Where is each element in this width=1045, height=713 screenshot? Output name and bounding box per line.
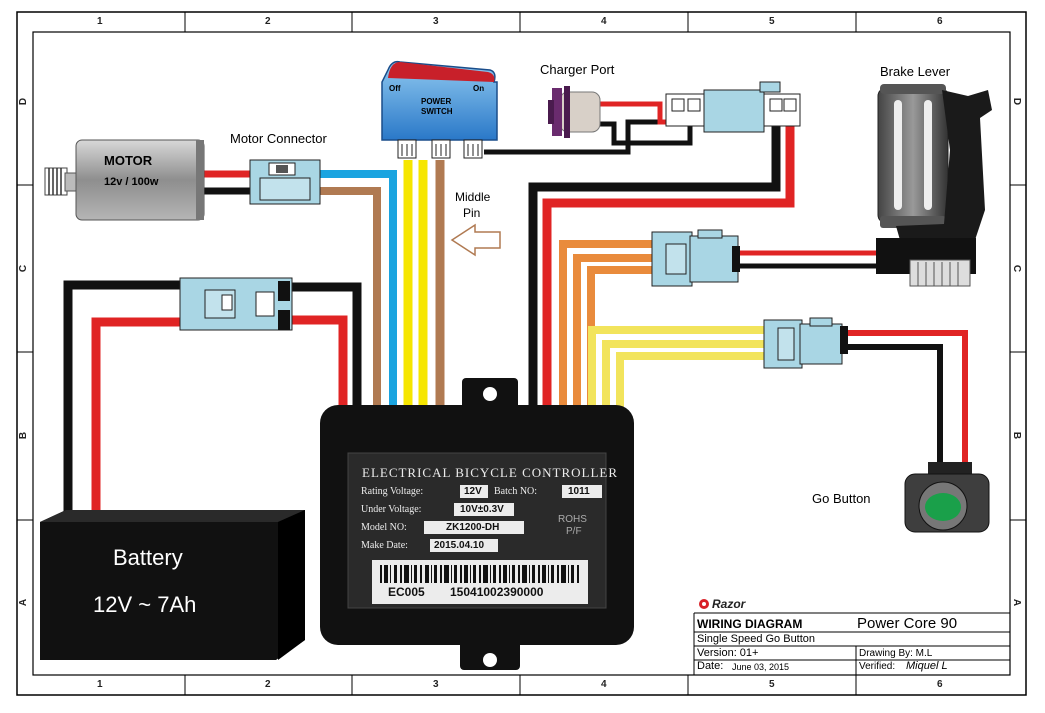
col-label-3-top: 3 — [433, 16, 439, 27]
wire-charge-black — [528, 122, 781, 408]
controller-date-label: Make Date: — [361, 540, 408, 551]
col-label-5-bottom: 5 — [769, 679, 775, 690]
wire-charger-red — [600, 101, 672, 125]
col-label-5-top: 5 — [769, 16, 775, 27]
wire-go-red — [845, 330, 968, 466]
wire-battery-red — [91, 317, 185, 515]
controller-pf: P/F — [566, 526, 582, 537]
middle-pin-arrow-icon — [450, 223, 501, 257]
controller-under-value: 10V±0.3V — [460, 504, 504, 515]
battery — [40, 510, 305, 660]
title-version: Version: 01+ — [697, 647, 759, 659]
brake-lever — [876, 84, 992, 287]
title-heading: WIRING DIAGRAM — [697, 617, 803, 631]
row-label-d-left: D — [18, 97, 30, 106]
wire-go-yellow-c — [616, 352, 767, 408]
col-label-4-bottom: 4 — [601, 679, 607, 690]
switch-off-label: Off — [389, 84, 401, 93]
col-label-3-bottom: 3 — [433, 679, 439, 690]
title-drawing-by: Drawing By: M.L — [859, 648, 933, 659]
battery-title: Battery — [113, 545, 183, 570]
row-label-a-right: A — [1011, 598, 1023, 607]
row-label-c-left: C — [18, 264, 30, 273]
razor-logo-icon — [699, 599, 709, 609]
row-label-d-right: D — [1011, 97, 1023, 106]
wire-controller-black — [290, 282, 362, 408]
motor-title: MOTOR — [104, 153, 153, 168]
charger-port-label: Charger Port — [540, 62, 615, 77]
controller-date-value: 2015.04.10 — [434, 540, 485, 551]
switch-label-line2: SWITCH — [421, 107, 453, 116]
title-date-label: Date: — [697, 660, 724, 672]
col-label-6-top: 6 — [937, 16, 943, 27]
row-label-b-left: B — [18, 431, 30, 440]
wire-motor-brown — [312, 187, 381, 408]
wire-charge-red — [542, 122, 795, 408]
row-label-a-left: A — [18, 598, 30, 607]
title-date-value: June 03, 2015 — [732, 662, 790, 672]
controller — [320, 378, 634, 670]
middle-pin-label-line1: Middle — [455, 190, 491, 204]
brake-lever-label: Brake Lever — [880, 64, 951, 79]
wire-brake-orange-a — [559, 240, 656, 408]
charger-connector — [665, 81, 801, 133]
brand-logo: Razor — [712, 597, 746, 611]
controller-batch-value: 1011 — [568, 486, 590, 497]
wire-switch-black — [484, 119, 668, 155]
wire-battery-black — [63, 280, 185, 515]
wire-controller-red — [290, 315, 348, 408]
title-verified-label: Verified: — [859, 661, 896, 672]
motor-rating: 12v / 100w — [104, 176, 159, 188]
col-label-2-bottom: 2 — [265, 679, 271, 690]
controller-serial: 15041002390000 — [450, 585, 544, 599]
wire-charger-black — [600, 121, 693, 146]
power-switch[interactable] — [381, 60, 498, 159]
row-label-b-right: B — [1011, 431, 1023, 440]
col-label-6-bottom: 6 — [937, 679, 943, 690]
controller-code: EC005 — [388, 585, 425, 599]
controller-rating-value: 12V — [464, 486, 482, 497]
controller-heading: ELECTRICAL BICYCLE CONTROLLER — [362, 465, 619, 480]
col-label-1-top: 1 — [97, 16, 103, 27]
title-product: Power Core 90 — [857, 615, 958, 632]
col-label-2-top: 2 — [265, 16, 271, 27]
controller-rohs: ROHS — [558, 514, 587, 525]
middle-pin-label-line2: Pin — [463, 206, 481, 220]
col-label-1-bottom: 1 — [97, 679, 103, 690]
charger-port — [548, 86, 601, 138]
go-connector — [763, 317, 848, 369]
controller-model-label: Model NO: — [361, 522, 407, 533]
wires — [63, 101, 968, 515]
title-verified-value: Miquel L — [906, 660, 948, 672]
wire-go-black — [845, 344, 943, 466]
wire-go-yellow-b — [602, 340, 767, 408]
motor — [44, 139, 205, 221]
wire-go-yellow-a — [588, 326, 767, 408]
controller-batch-label: Batch NO: — [494, 486, 538, 497]
wire-motor-blue — [312, 170, 397, 408]
switch-on-label: On — [473, 84, 485, 93]
switch-label-line1: POWER — [421, 97, 452, 106]
controller-model-value: ZK1200-DH — [446, 522, 500, 533]
title-block — [693, 612, 1010, 675]
brake-connector — [651, 229, 740, 287]
battery-rating: 12V ~ 7Ah — [93, 592, 197, 617]
wire-brake-orange-b — [573, 254, 656, 408]
barcode — [380, 565, 579, 583]
go-button[interactable] — [904, 462, 990, 533]
controller-rating-label: Rating Voltage: — [361, 486, 424, 497]
title-subtitle: Single Speed Go Button — [697, 633, 816, 645]
motor-connector — [249, 159, 321, 205]
col-label-4-top: 4 — [601, 16, 607, 27]
motor-connector-label: Motor Connector — [230, 131, 327, 146]
frame-border — [16, 11, 1027, 696]
row-label-c-right: C — [1011, 264, 1023, 273]
go-button-label: Go Button — [812, 491, 871, 506]
battery-connector — [179, 277, 293, 331]
controller-under-label: Under Voltage: — [361, 504, 422, 515]
